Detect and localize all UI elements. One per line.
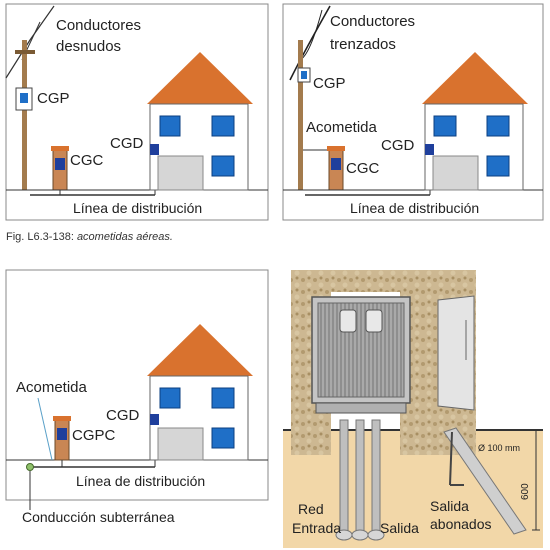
label-cgp: CGP	[37, 90, 70, 107]
cgd-box-bl	[150, 414, 159, 425]
panel-top-right: Conductores trenzados CGP Acometida CGC …	[282, 3, 544, 221]
label-acometida-tr: Acometida	[306, 119, 378, 136]
panel-bottom-right: 600 Ø 100 mm Red Entrada Salida Salida a…	[283, 270, 543, 548]
label-cgd-bl: CGD	[106, 407, 140, 424]
label-cgp-tr: CGP	[313, 75, 346, 92]
label-cgpc: CGPC	[72, 427, 116, 444]
label-conduccion: Conducción subterránea	[22, 509, 175, 525]
cgd-box	[150, 144, 159, 155]
label-red: Red	[298, 501, 324, 517]
label-cgd: CGD	[110, 135, 144, 152]
conduit-1	[339, 419, 349, 536]
label-salida-ab: Salida	[430, 498, 469, 514]
stone-lintel	[291, 270, 431, 292]
cgd-box-tr	[425, 144, 434, 155]
label-cgc: CGC	[70, 152, 104, 169]
label-acometida-bl: Acometida	[16, 379, 88, 396]
label-conductores: Conductores	[56, 17, 141, 34]
utility-pole-tr	[298, 40, 303, 190]
caption-fig: Fig. L6.3-138:	[6, 231, 74, 243]
label-trenzados: trenzados	[330, 36, 396, 53]
label-linea: Línea de distribución	[73, 200, 202, 216]
caption-text: acometidas aéreas.	[76, 231, 173, 243]
conduit-3	[371, 419, 381, 536]
underground-conduit	[26, 463, 34, 471]
subscriber-pipe	[443, 427, 527, 535]
label-entrada: Entrada	[292, 520, 341, 536]
label-conductores-tr: Conductores	[330, 13, 415, 30]
panel-bottom-left: Acometida CGPC CGD Línea de distribución…	[5, 269, 269, 525]
label-salida: Salida	[380, 520, 419, 536]
house-tl	[147, 52, 253, 191]
conduit-2	[355, 419, 365, 536]
label-diameter: Ø 100 mm	[478, 443, 520, 453]
house-bl	[147, 324, 253, 461]
label-linea-tr: Línea de distribución	[350, 200, 479, 216]
cabinet-door	[437, 295, 475, 411]
label-abonados: abonados	[430, 516, 492, 532]
utility-pole	[22, 40, 27, 190]
label-depth: 600	[520, 483, 531, 500]
twisted-conductors	[289, 5, 331, 81]
figure-caption: Fig. L6.3-138: acometidas aéreas.	[6, 231, 173, 243]
overhead-conductors	[5, 5, 55, 79]
label-cgc-tr: CGC	[346, 160, 380, 177]
house-tr	[422, 52, 528, 191]
panel-top-left: Conductores desnudos CGP CGC CGD Línea d…	[5, 3, 269, 221]
label-desnudos: desnudos	[56, 38, 121, 55]
label-linea-bl: Línea de distribución	[76, 473, 205, 489]
label-cgd-tr: CGD	[381, 137, 415, 154]
